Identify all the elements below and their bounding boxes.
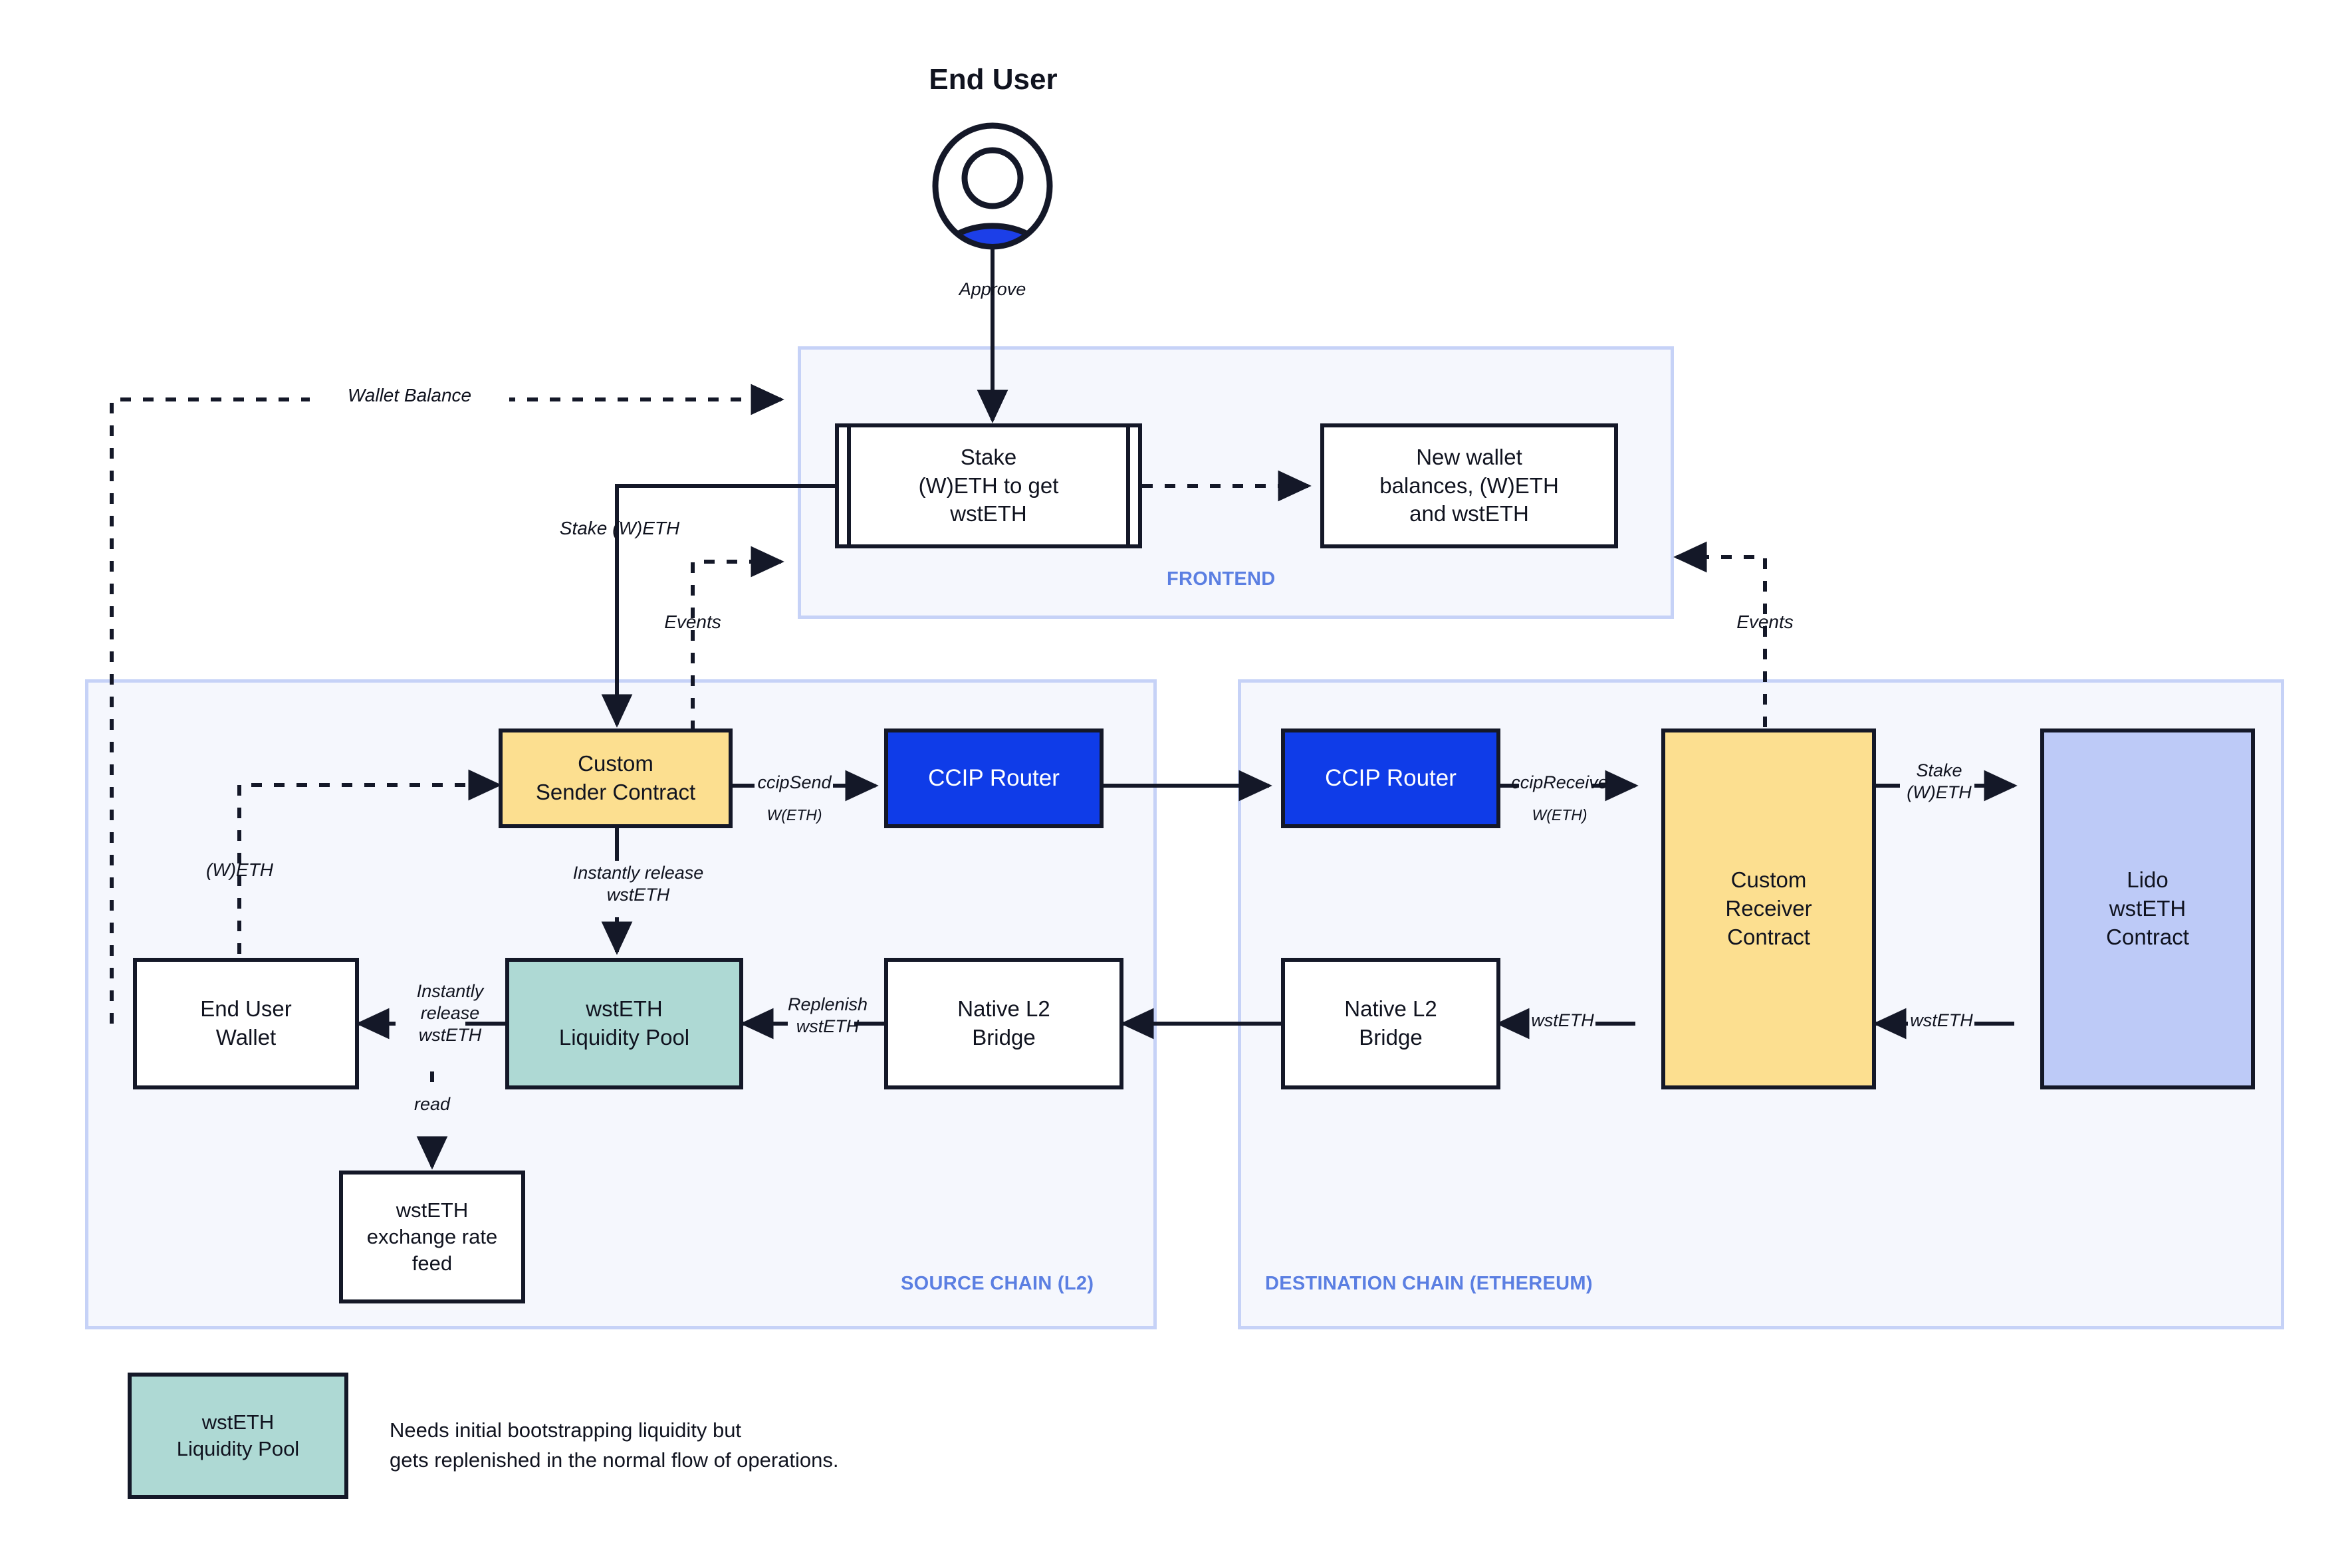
legend-note: Needs initial bootstrapping liquidity bu… [390, 1418, 839, 1472]
edge-label-read: read [413, 1094, 451, 1114]
node-label: wstETH exchange rate feed [366, 1198, 498, 1276]
edge-label-stake-weth-destination: Stake (W)ETH [1907, 760, 1972, 802]
edge-label-wsteth-mid: wstETH [1531, 1010, 1594, 1030]
edge-label-ccip-send-asset: W(ETH) [766, 806, 822, 824]
node-native-l2-bridge-destination[interactable]: Native L2 Bridge [1281, 958, 1500, 1089]
edge-label-weth: (W)ETH [205, 859, 274, 880]
node-label: End User Wallet [200, 996, 292, 1050]
edge-label-instantly-release-wsteth-down: Instantly release wstETH [572, 863, 704, 905]
edge-label-ccip-send: ccipSend [757, 772, 832, 792]
edge-label-wsteth-right: wstETH [1910, 1010, 1973, 1030]
node-label: wstETH Liquidity Pool [558, 996, 690, 1050]
edge-label-events-right: Events [1736, 612, 1794, 632]
node-custom-sender-contract[interactable]: Custom Sender Contract [499, 728, 733, 828]
node-wsteth-exchange-rate-feed[interactable]: wstETH exchange rate feed [339, 1171, 525, 1303]
node-label: CCIP Router [928, 765, 1060, 792]
node-lido-wsteth-contract[interactable]: Lido wstETH Contract [2040, 728, 2255, 1089]
node-end-user-wallet[interactable]: End User Wallet [133, 958, 359, 1089]
page-title: End User [929, 63, 1058, 96]
node-native-l2-bridge-source[interactable]: Native L2 Bridge [884, 958, 1123, 1089]
node-label: Native L2 Bridge [1344, 996, 1437, 1050]
edge-label-ccip-receive: ccipReceive [1511, 772, 1608, 792]
edge-label-events-left: Events [664, 612, 721, 632]
node-label: Stake (W)ETH to get wstETH [918, 444, 1059, 526]
node-wsteth-liquidity-pool[interactable]: wstETH Liquidity Pool [505, 958, 743, 1089]
legend-swatch-wsteth-liquidity-pool: wstETH Liquidity Pool [128, 1373, 348, 1499]
node-custom-receiver-contract[interactable]: Custom Receiver Contract [1661, 728, 1876, 1089]
edge-label-replenish-wsteth: Replenish wstETH [787, 994, 868, 1036]
edge-label-wallet-balance: Wallet Balance [310, 384, 509, 407]
node-label: New wallet balances, (W)ETH and wstETH [1379, 444, 1559, 526]
edge-label-ccip-receive-asset: W(ETH) [1532, 806, 1587, 824]
zone-label-destination-chain: DESTINATION CHAIN (ETHEREUM) [1265, 1273, 1593, 1294]
node-ccip-router-destination[interactable]: CCIP Router [1281, 728, 1500, 828]
zone-label-frontend: FRONTEND [1167, 568, 1276, 590]
node-label: Custom Sender Contract [535, 751, 696, 804]
edge-label-instantly-release-wsteth-left: Instantly release wstETH [416, 981, 484, 1045]
node-ccip-router-source[interactable]: CCIP Router [884, 728, 1104, 828]
node-label: Lido wstETH Contract [2106, 867, 2189, 949]
legend-swatch-label: wstETH Liquidity Pool [176, 1410, 300, 1460]
node-stake-weth-to-get-wsteth[interactable]: Stake (W)ETH to get wstETH [835, 423, 1142, 548]
node-label: CCIP Router [1325, 765, 1457, 792]
edge-label-stake-weth: Stake (W)ETH [559, 518, 680, 538]
node-label: Custom Receiver Contract [1725, 867, 1812, 949]
node-label: Native L2 Bridge [957, 996, 1050, 1050]
zone-label-source-chain: SOURCE CHAIN (L2) [901, 1273, 1094, 1294]
node-new-wallet-balances[interactable]: New wallet balances, (W)ETH and wstETH [1320, 423, 1618, 548]
edge-label-approve: Approve [959, 279, 1026, 299]
